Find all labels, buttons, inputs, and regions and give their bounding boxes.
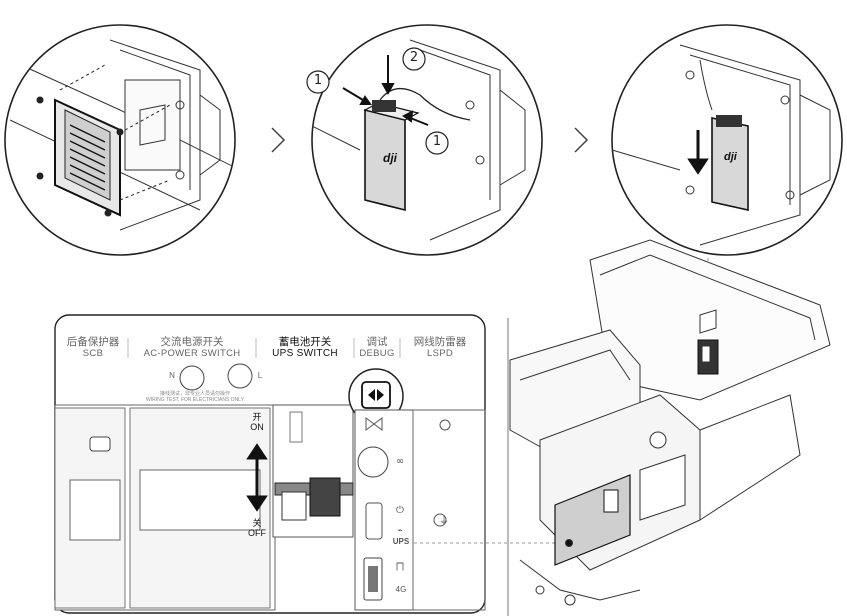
network-icon: ⨅ <box>396 562 404 573</box>
live-label: L <box>257 371 263 380</box>
ups-battery-module: dji <box>363 88 471 212</box>
debug-label: 调试 DEBUG <box>359 336 395 359</box>
scb-label: 后备保护器 SCB <box>66 336 120 359</box>
usb-icon: ⌁ <box>397 526 403 536</box>
ups-switch-toggle-highlight <box>356 369 396 409</box>
lspd-label: 网线防雷器 LSPD <box>413 336 467 359</box>
switch-off-label: 关 OFF <box>248 518 266 538</box>
cover-plate <box>36 64 171 217</box>
power-icon: ⏻ <box>396 505 404 516</box>
ups-port-label: UPS <box>392 537 410 546</box>
neutral-label: N <box>169 371 175 380</box>
switch-on-label: 开 ON <box>250 412 264 432</box>
enclosure-illustration <box>507 239 831 616</box>
control-panel-closeup <box>54 314 486 614</box>
step2-illustration: dji <box>306 24 543 256</box>
ac-power-label: 交流电源开关 AC-POWER SWITCH <box>143 336 241 359</box>
step-arrow-2 <box>574 127 589 153</box>
link-icon: ∞ <box>395 456 405 467</box>
ups-switch-label: 蓄电池开关 UPS SWITCH <box>272 336 338 359</box>
dji-logo-mark: dji <box>383 151 398 165</box>
callout-1a: 1 <box>313 73 323 88</box>
svg-text:dji: dji <box>724 151 738 163</box>
ground-icon: ⏚ <box>439 516 449 527</box>
callout-1b: 1 <box>432 134 442 149</box>
step3-illustration: dji <box>611 24 843 256</box>
wiring-note: 接线测试，非专业人员请勿操作 WIRING TEST, FOR ELECTRIC… <box>146 391 244 403</box>
step-arrow-1 <box>271 127 286 153</box>
step1-illustration <box>4 24 236 256</box>
ups-battery-installed: dji <box>711 115 749 211</box>
callout-2: 2 <box>409 50 419 65</box>
cellular-port-label: 4G <box>395 585 407 594</box>
